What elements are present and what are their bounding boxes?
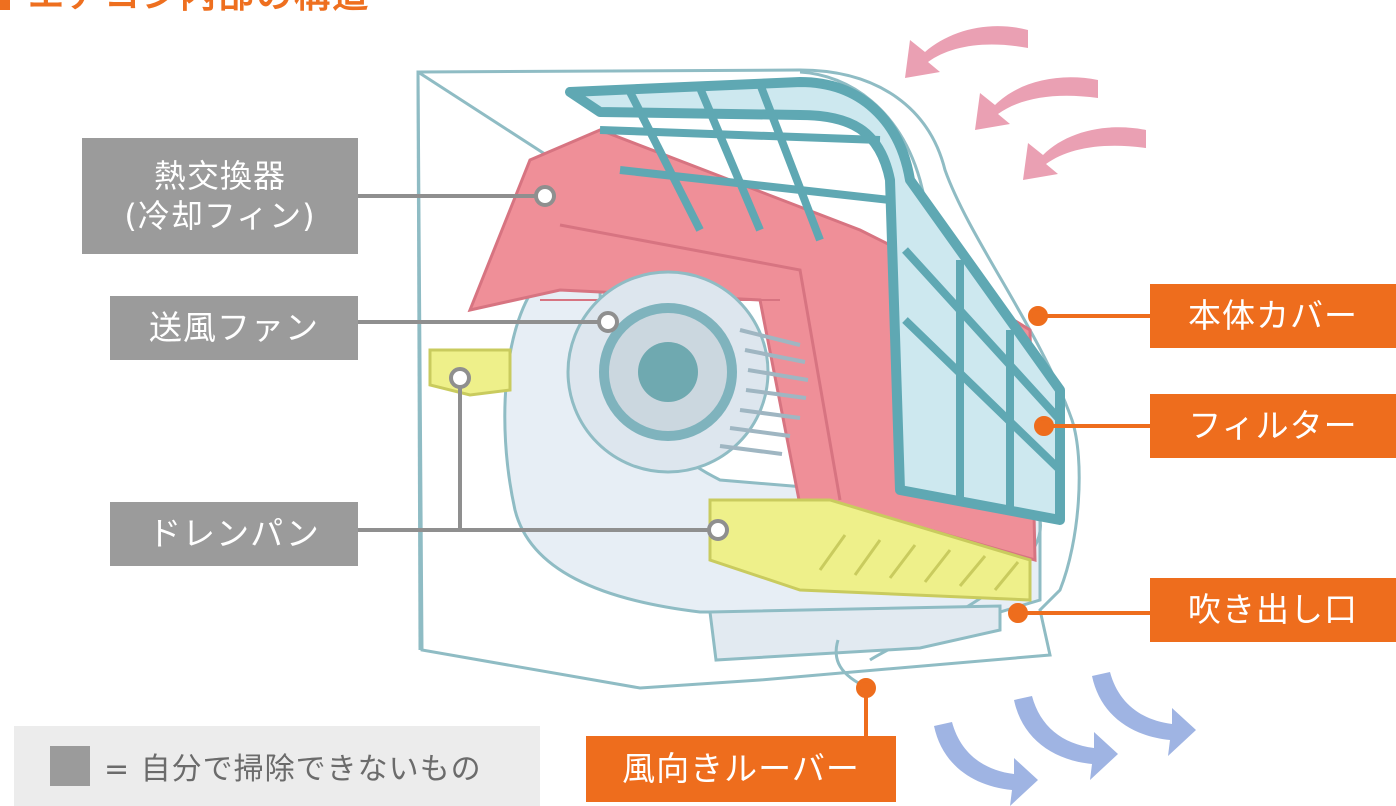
- body-cover-text: 本体カバー: [1188, 296, 1358, 336]
- curved-arrow-icon: [934, 722, 1038, 806]
- curved-arrow-icon: [975, 77, 1098, 130]
- blower-fan-text: 送風ファン: [149, 308, 319, 348]
- title-accent-bar: [0, 0, 10, 10]
- label-body-cover: 本体カバー: [1150, 284, 1396, 348]
- orange-leader-lines: [856, 306, 1150, 736]
- drain-pan-hatching: [818, 534, 1020, 591]
- air-outlet-text: 吹き出し口: [1188, 590, 1358, 630]
- leader-dots: [449, 185, 729, 541]
- curved-arrow-icon: [1023, 127, 1146, 180]
- label-louver: 風向きルーバー: [586, 736, 896, 802]
- diagram-title: エアコン内部の構造: [0, 0, 370, 16]
- heat-exchanger-line2: (冷却フィン): [124, 197, 316, 235]
- label-air-outlet: 吹き出し口: [1150, 578, 1396, 642]
- heat-exchanger-line1: 熱交換器: [153, 157, 286, 195]
- title-text: エアコン内部の構造: [28, 0, 370, 18]
- legend-text: = 自分で掃除できないもの: [104, 752, 482, 787]
- louver-shape: [708, 604, 1002, 662]
- heat-exchanger-inner: [559, 223, 842, 501]
- label-blower-fan: 送風ファン: [110, 296, 358, 360]
- leader-lines: [358, 194, 718, 532]
- legend: = 自分で掃除できないもの: [14, 726, 540, 806]
- filter-text: フィルター: [1188, 406, 1358, 446]
- label-drain-pan: ドレンパン: [110, 502, 358, 566]
- drain-pan-text: ドレンパン: [148, 514, 320, 554]
- intake-arrows: [905, 26, 1146, 180]
- drain-pan-large: [708, 498, 1032, 602]
- curved-arrow-icon: [1092, 672, 1196, 756]
- label-heat-exchanger: 熱交換器 (冷却フィン): [82, 138, 358, 254]
- louver-text: 風向きルーバー: [622, 749, 860, 789]
- legend-swatch: [50, 746, 90, 786]
- filter-shape: [565, 77, 1065, 525]
- drain-pan-small: [428, 348, 512, 397]
- curved-arrow-icon: [905, 26, 1028, 78]
- filter-grid: [599, 82, 1063, 510]
- casing-inner-edge: [416, 71, 422, 651]
- curved-arrow-icon: [1014, 696, 1118, 780]
- outflow-arrows: [934, 672, 1196, 806]
- label-filter: フィルター: [1150, 394, 1396, 458]
